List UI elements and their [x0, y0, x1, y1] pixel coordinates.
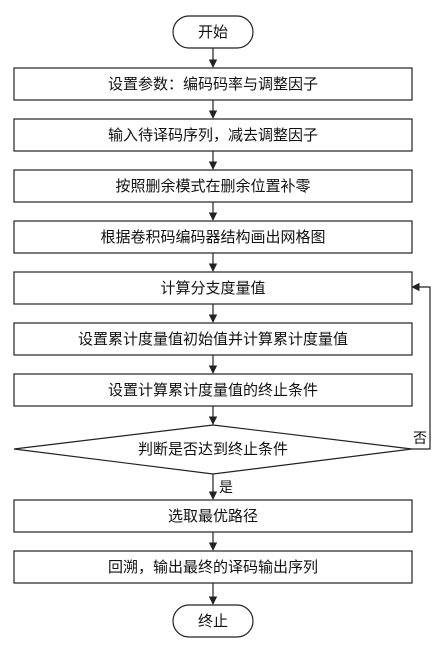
decision-node: 判断是否达到终止条件	[13, 424, 413, 475]
step-5-box	[13, 271, 413, 305]
step-4-box	[13, 220, 413, 254]
start-shape	[172, 15, 254, 49]
decision-diamond	[13, 424, 413, 475]
step-1: 设置参数：编码码率与调整因子	[13, 67, 413, 101]
step-5: 计算分支度量值	[13, 271, 413, 305]
after-step-2-label: 回溯，输出最终的译码输出序列	[108, 558, 318, 576]
step-3: 按照删余模式在删余位置补零	[13, 169, 413, 203]
after-step-1-box	[13, 499, 413, 533]
step-2-label: 输入待译码序列，减去调整因子	[108, 126, 318, 144]
yes-branch-label: 是	[219, 480, 233, 496]
step-1-label: 设置参数：编码码率与调整因子	[108, 75, 318, 93]
step-1-box	[13, 67, 413, 101]
step-6-box	[13, 322, 413, 356]
connectors	[208, 48, 431, 605]
no-branch-label: 否	[413, 431, 427, 447]
after-step-1-label: 选取最优路径	[168, 507, 258, 525]
decision-label: 判断是否达到终止条件	[138, 440, 288, 458]
step-3-box	[13, 169, 413, 203]
start-node: 开始	[172, 15, 254, 49]
after-step-1: 选取最优路径	[13, 499, 413, 533]
step-5-label: 计算分支度量值	[160, 279, 265, 297]
step-2-box	[13, 118, 413, 152]
step-4-label: 根据卷积码编码器结构画出网格图	[100, 228, 325, 246]
step-7: 设置计算累计度量值的终止条件	[13, 373, 413, 407]
end-node: 终止	[172, 604, 254, 638]
step-6: 设置累计度量值初始值并计算累计度量值	[13, 322, 413, 356]
step-4: 根据卷积码编码器结构画出网格图	[13, 220, 413, 254]
end-shape	[172, 604, 254, 638]
step-2: 输入待译码序列，减去调整因子	[13, 118, 413, 152]
step-7-box	[13, 373, 413, 407]
end-label: 终止	[198, 612, 228, 630]
start-label: 开始	[198, 23, 228, 41]
after-step-2: 回溯，输出最终的译码输出序列	[13, 550, 413, 584]
arrow-decision-no-loop	[411, 282, 431, 450]
after-step-2-box	[13, 550, 413, 584]
step-7-label: 设置计算累计度量值的终止条件	[108, 381, 318, 399]
step-6-label: 设置累计度量值初始值并计算累计度量值	[78, 330, 348, 348]
step-3-label: 按照删余模式在删余位置补零	[115, 177, 310, 195]
